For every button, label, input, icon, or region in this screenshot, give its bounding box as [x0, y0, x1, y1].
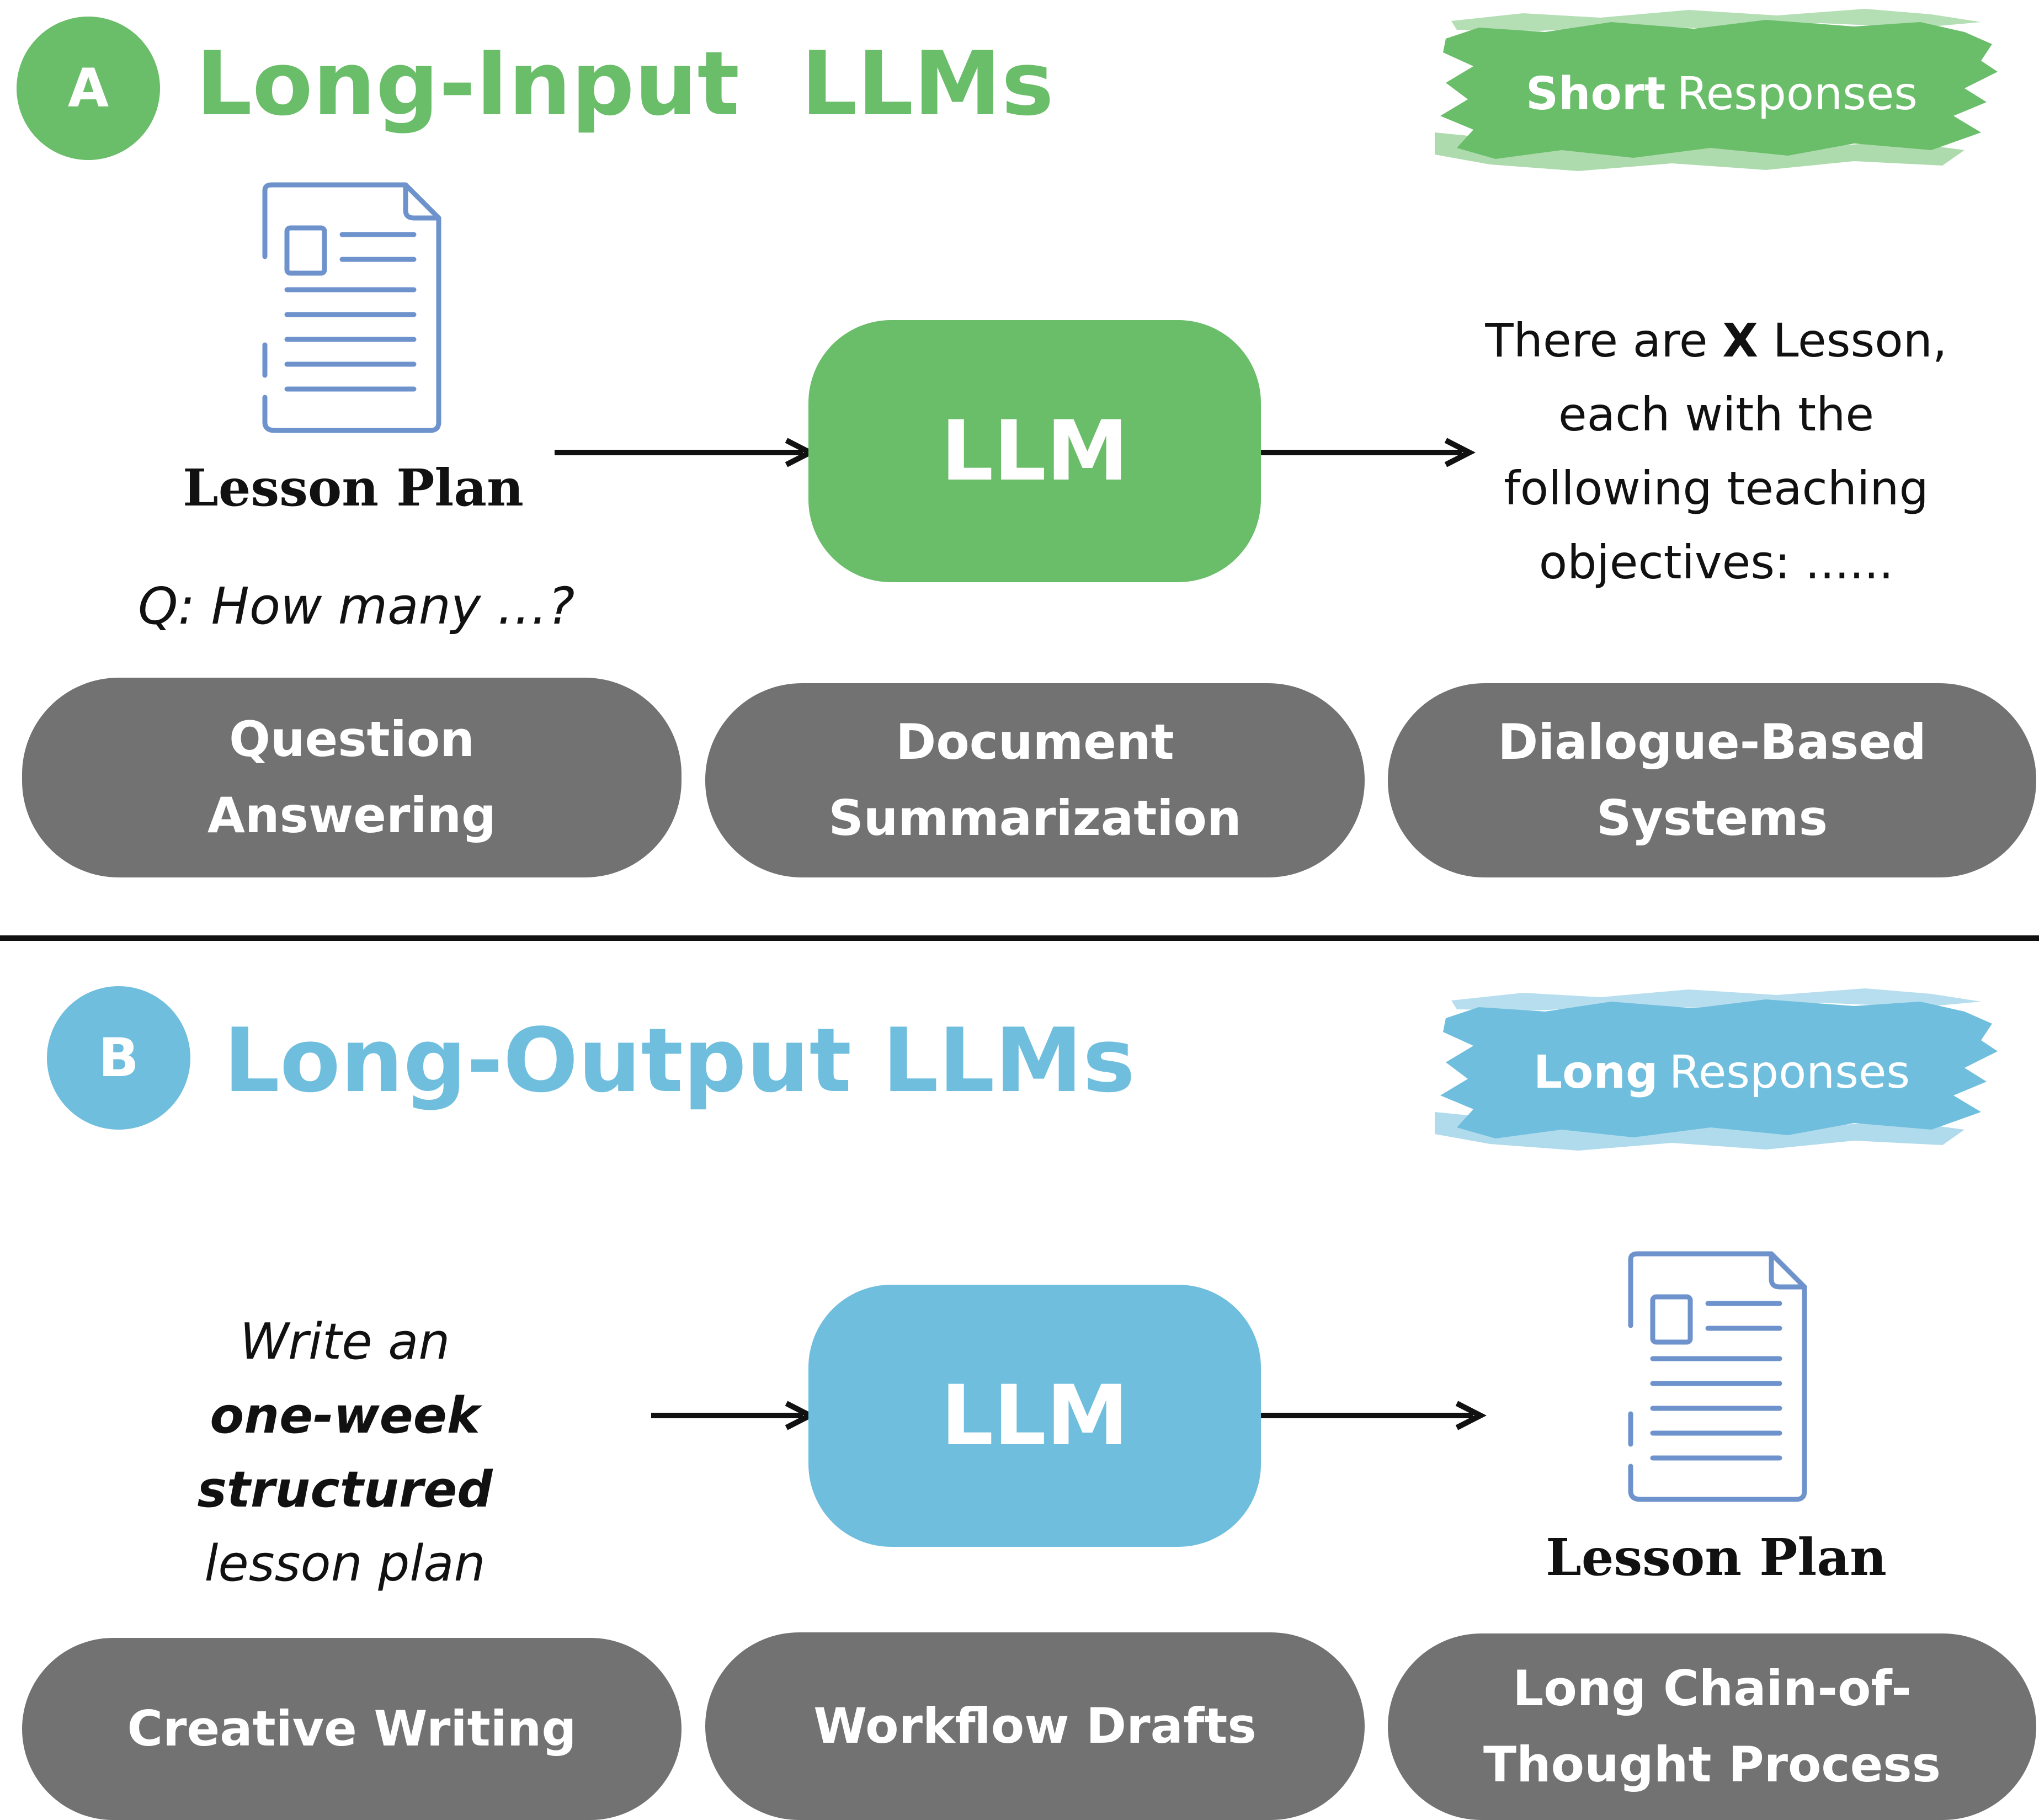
section-divider — [0, 935, 2039, 941]
prompt-line-2: one-week structured — [197, 1387, 493, 1519]
short-responses-tag: Short Responses — [1479, 61, 1965, 127]
pill-line: Long Chain-of- — [1513, 1660, 1912, 1717]
doc-caption-a: Lesson Plan — [183, 458, 524, 518]
pill-line: Workflow Drafts — [813, 1697, 1257, 1754]
arrow-input-b — [651, 1401, 816, 1430]
pill-creative-writing: Creative Writing — [22, 1638, 682, 1820]
output-line-1-pre: There are — [1485, 313, 1723, 368]
long-responses-tag-rest: Responses — [1669, 1046, 1910, 1099]
pill-dialogue-based-systems: Dialogue-Based Systems — [1388, 683, 2036, 877]
section-a-title: Long-Input LLMs — [196, 32, 1054, 135]
prompt-text: Write an one-week structured lesson plan — [55, 1305, 635, 1601]
section-b-title: Long-Output LLMs — [223, 1009, 1136, 1112]
long-responses-tag: Long Responses — [1479, 1039, 1965, 1105]
output-line-2: each with the — [1558, 387, 1875, 441]
arrow-output-a — [1261, 438, 1476, 467]
pill-line: Creative Writing — [127, 1700, 577, 1757]
document-icon — [1628, 1251, 1807, 1502]
output-line-1: There are X Lesson, — [1435, 304, 1998, 377]
pill-line: Answering — [207, 787, 497, 844]
pill-line: Summarization — [828, 790, 1242, 847]
prompt-line-3: lesson plan — [204, 1535, 486, 1593]
arrow-input-a — [555, 438, 816, 467]
pill-line: Systems — [1596, 790, 1828, 847]
output-line-4: objectives: ...... — [1538, 535, 1894, 589]
pill-question-answering: Question Answering — [22, 678, 682, 877]
section-a-badge: A — [17, 17, 160, 160]
short-responses-brush — [1435, 9, 1998, 171]
doc-caption-b: Lesson Plan — [1546, 1528, 1887, 1587]
pill-line: Document — [896, 714, 1174, 770]
output-line-1-post: Lesson, — [1758, 313, 1947, 368]
llm-box-a: LLM — [808, 320, 1261, 582]
long-responses-tag-bold: Long — [1533, 1046, 1658, 1099]
pill-long-chain-of-thought: Long Chain-of- Thought Process — [1388, 1633, 2036, 1820]
query-text: Q: How many …? — [138, 577, 575, 636]
document-icon — [262, 182, 441, 433]
section-b-badge: B — [47, 986, 190, 1130]
arrow-output-b — [1261, 1401, 1487, 1430]
llm-box-b: LLM — [808, 1285, 1261, 1547]
pill-line: Dialogue-Based — [1498, 714, 1926, 770]
prompt-line-1: Write an — [239, 1313, 450, 1371]
long-responses-brush — [1435, 988, 1998, 1151]
pill-line: Thought Process — [1483, 1736, 1941, 1793]
output-line-1-bold: X — [1722, 313, 1759, 368]
short-responses-tag-bold: Short — [1526, 67, 1666, 120]
pill-workflow-drafts: Workflow Drafts — [705, 1632, 1365, 1820]
short-responses-tag-rest: Responses — [1676, 67, 1918, 120]
output-line-3: following teaching — [1504, 461, 1929, 515]
pill-document-summarization: Document Summarization — [705, 683, 1365, 877]
pill-line: Question — [229, 711, 475, 768]
output-text-a: There are X Lesson, each with the follow… — [1435, 304, 1998, 599]
